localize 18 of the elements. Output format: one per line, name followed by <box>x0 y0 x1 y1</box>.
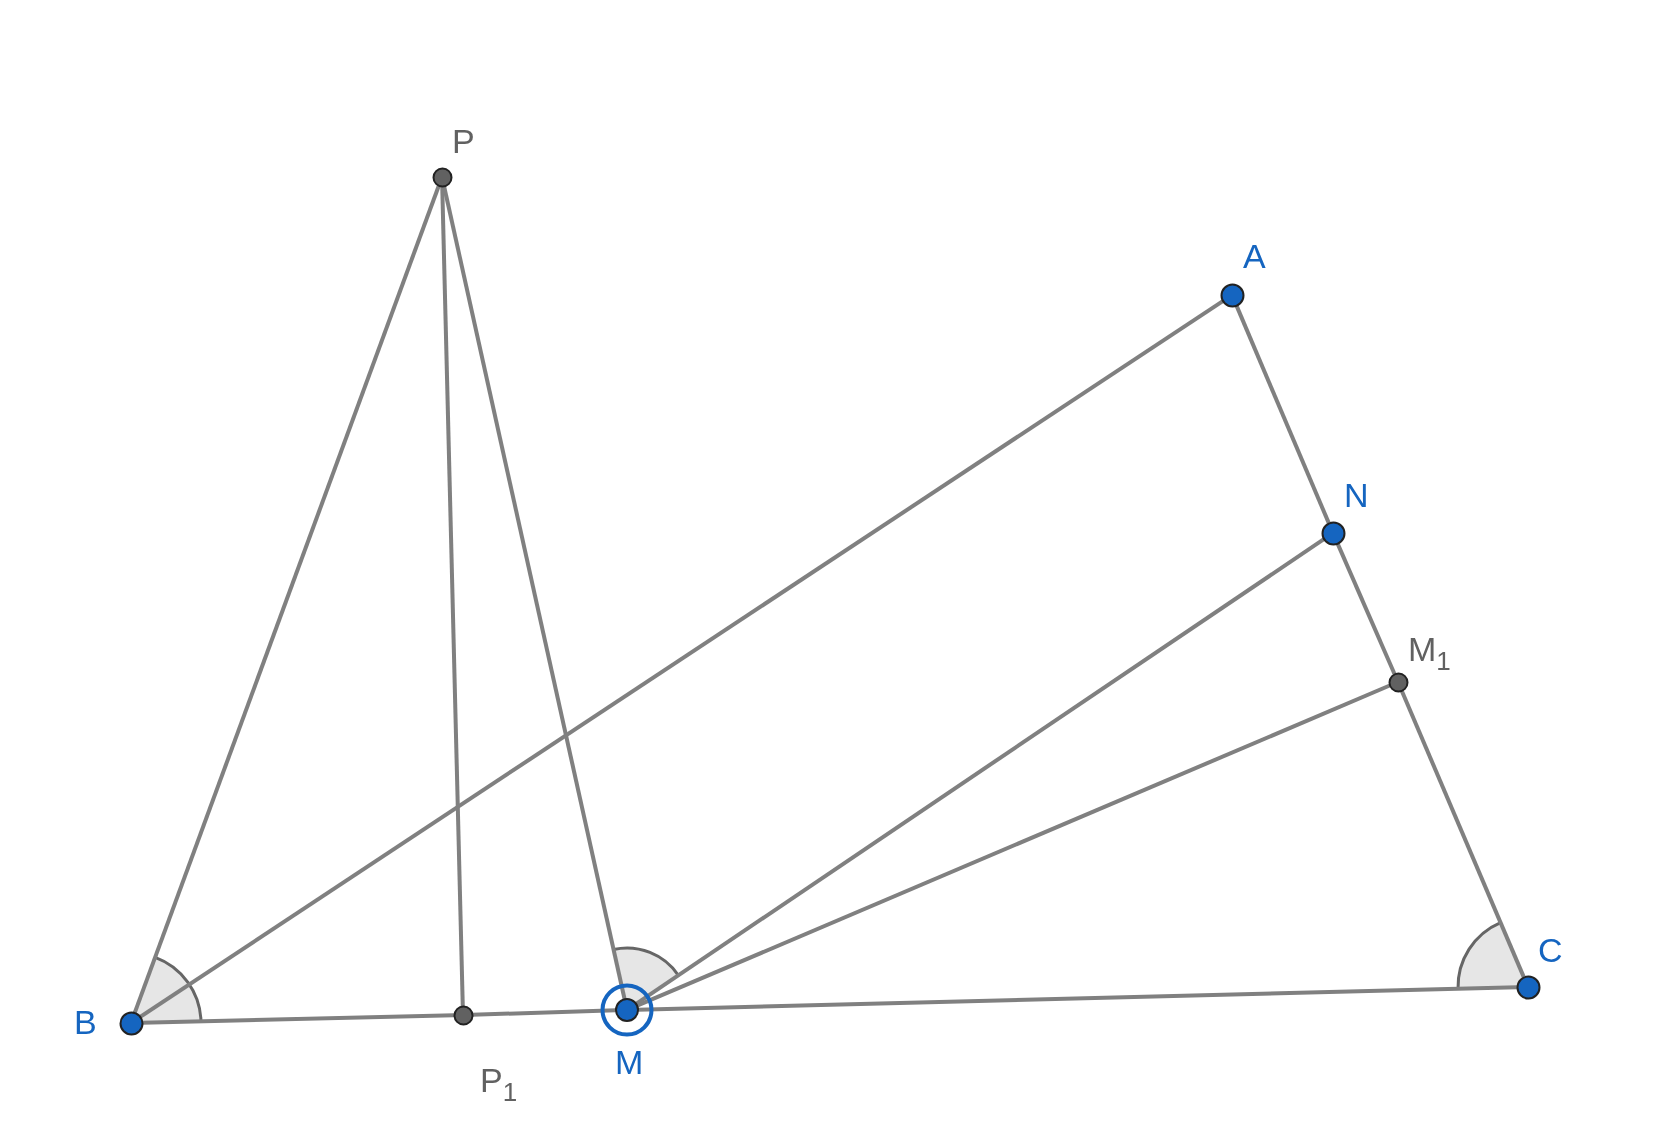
line-segment <box>440 185 465 1007</box>
line-segment <box>141 1013 455 1025</box>
point-label: C <box>1538 933 1563 967</box>
line-segment <box>635 537 1325 1006</box>
line-segment <box>132 184 441 1014</box>
point-label: B <box>74 1005 97 1039</box>
point-label: N <box>1344 478 1369 512</box>
line-segment <box>139 299 1224 1019</box>
line-segment <box>1399 689 1526 978</box>
line-segment <box>1335 542 1397 675</box>
point-label: M <box>615 1045 644 1079</box>
line-segment <box>636 683 1391 1008</box>
point-label: P <box>452 124 475 158</box>
line-segment <box>637 985 1518 1012</box>
point-label: A <box>1243 239 1266 273</box>
line-segment <box>471 1008 617 1017</box>
line-segment <box>442 185 627 1000</box>
line-segment <box>1234 304 1331 524</box>
